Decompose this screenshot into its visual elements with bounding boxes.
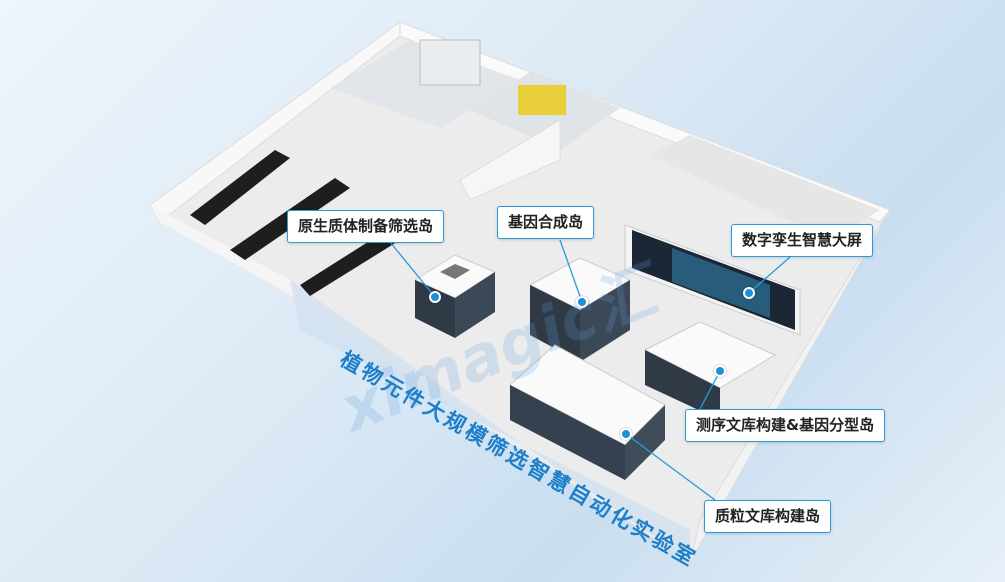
- callout-dot: [576, 296, 588, 308]
- callout-dot: [620, 428, 632, 440]
- glass-front-wall: [290, 280, 690, 562]
- callout-dot: [429, 291, 441, 303]
- callout-protoplast-island: 原生质体制备筛选岛: [287, 210, 445, 243]
- lab-bench: [190, 150, 290, 225]
- callout-plasmid-island: 质粒文库构建岛: [704, 500, 832, 533]
- protoplast-island: [413, 254, 497, 338]
- lab-bench: [300, 228, 400, 296]
- partition-wall: [459, 119, 561, 201]
- callout-dot: [743, 287, 755, 299]
- sequencing-island: [643, 321, 777, 420]
- meeting-room: [650, 135, 880, 240]
- callout-sequencing-island: 测序文库构建&基因分型岛: [685, 409, 886, 442]
- callout-digital-twin-screen: 数字孪生智慧大屏: [731, 224, 874, 257]
- storage-cabinets: [419, 39, 481, 86]
- callout-gene-synthesis-island: 基因合成岛: [497, 206, 595, 239]
- screen-display: [672, 248, 770, 318]
- gene-synthesis-island: [528, 257, 632, 362]
- callout-leaders: [389, 239, 791, 501]
- plasmid-island: [509, 344, 666, 480]
- front-wall-right: [689, 209, 891, 563]
- yellow-cabinets: [518, 85, 566, 115]
- front-wall-left: [150, 205, 300, 300]
- callout-dot: [714, 365, 726, 377]
